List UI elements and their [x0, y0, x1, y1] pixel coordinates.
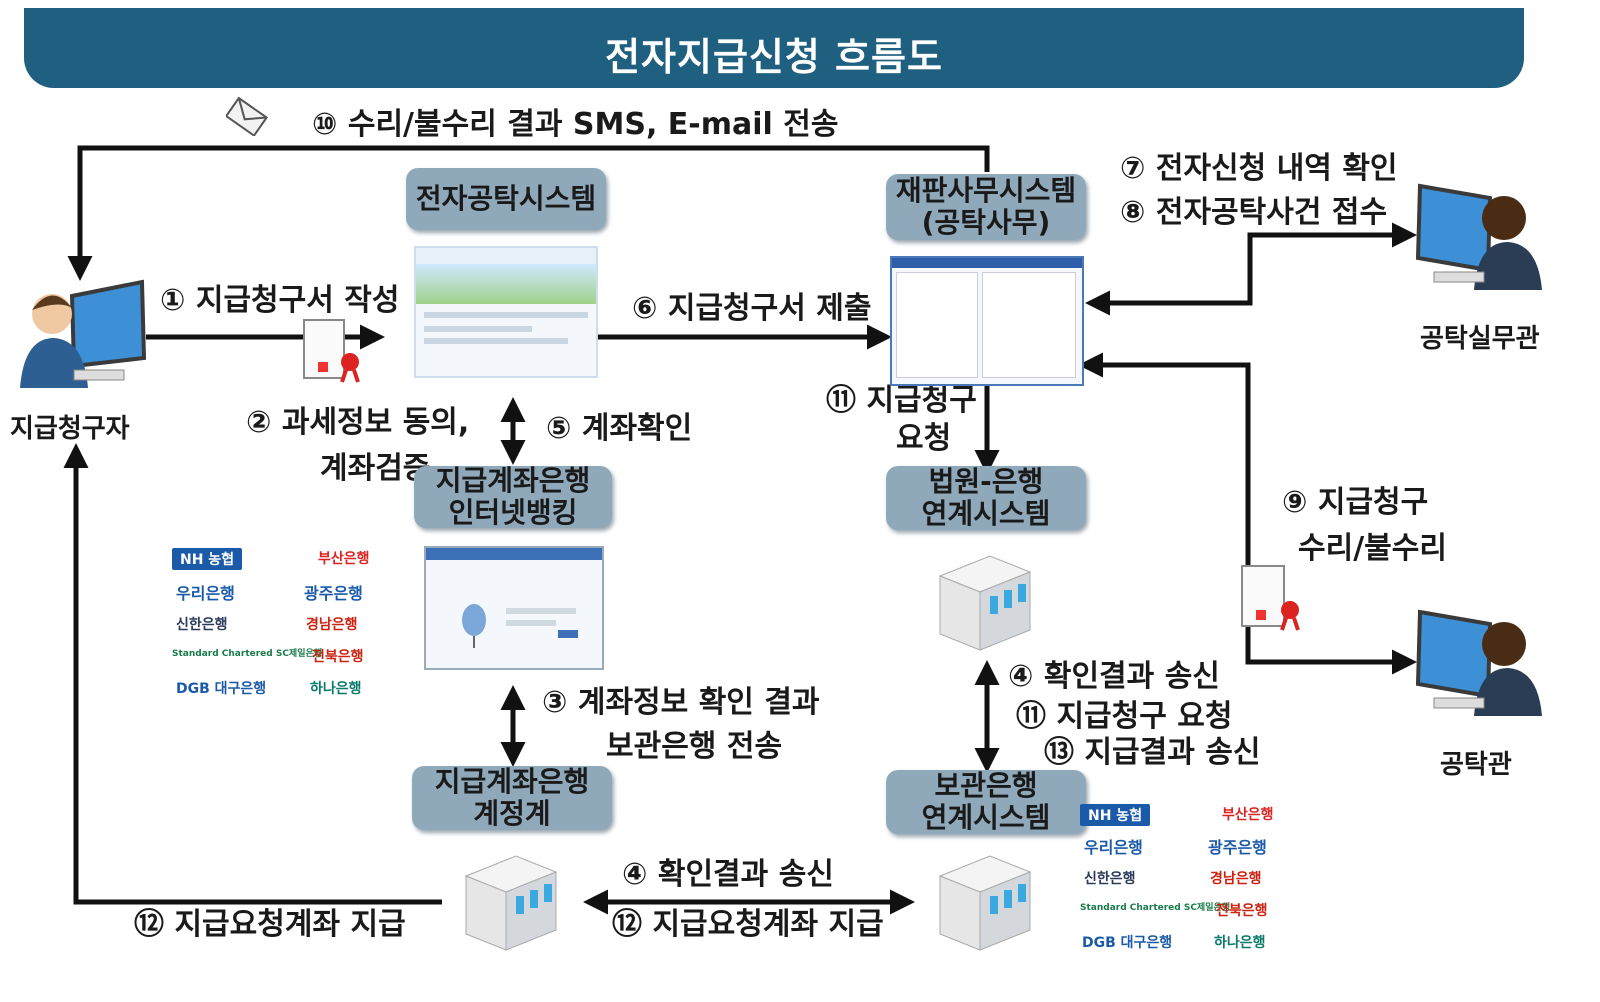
step1-label: ① 지급청구서 작성 — [160, 283, 400, 318]
bank-logo: 경남은행 — [1210, 871, 1262, 887]
arrow-step12 — [63, 443, 442, 905]
server-icon — [938, 555, 1032, 651]
step4-bottom-label: ④ 확인결과 송신 — [622, 857, 834, 892]
arrow-step8 — [1085, 222, 1417, 316]
bank-logo: Standard Chartered SC제일은행 — [1080, 903, 1231, 913]
account-bank-label-1: 지급계좌은행 — [434, 764, 590, 798]
step8-label: ⑧ 전자공탁사건 접수 — [1120, 195, 1388, 230]
account-bank-box: 지급계좌은행 계정계 — [412, 764, 612, 830]
court-affairs-screenshot — [890, 256, 1084, 386]
bank-logo: 우리은행 — [176, 584, 235, 603]
bank-logo: NH 농협 — [1080, 804, 1151, 826]
bank-logo: 경남은행 — [306, 617, 358, 633]
step6-label: ⑥ 지급청구서 제출 — [632, 291, 872, 326]
bank-logo: 전북은행 — [312, 649, 364, 665]
court-bank-link-box: 법원-은행 연계시스템 — [886, 464, 1086, 530]
bank-logo: 부산은행 — [318, 551, 370, 567]
internet-banking-label-1: 지급계좌은행 — [435, 463, 591, 497]
step2-label-line2: 계좌검증 — [320, 451, 431, 486]
custody-bank-link-label-2: 연계시스템 — [921, 801, 1051, 834]
step11-label-line1: ⑪ 지급청구 — [826, 383, 977, 418]
court-affairs-label-1: 재판사무시스템 — [895, 173, 1077, 207]
internet-banking-box: 지급계좌은행 인터넷뱅킹 — [414, 463, 612, 529]
title-banner: 전자지급신청 흐름도 — [24, 8, 1524, 88]
bank-logo: 하나은행 — [1214, 935, 1266, 951]
custody-bank-link-label-1: 보관은행 — [934, 768, 1038, 802]
step9-label-line2: 수리/불수리 — [1298, 531, 1447, 566]
court-affairs-label-2: (공탁사무) — [921, 206, 1051, 239]
step2-label-line1: ② 과세정보 동의, — [246, 405, 470, 440]
court-bank-link-label-2: 연계시스템 — [921, 497, 1051, 530]
step13-label: ⑬ 지급결과 송신 — [1044, 735, 1261, 770]
bank-logo: 부산은행 — [1222, 807, 1274, 823]
arrow-step9 — [1078, 352, 1417, 675]
step3-label-line2: 보관은행 전송 — [606, 729, 783, 764]
step11-label-line2: 요청 — [896, 421, 952, 456]
step5-label: ⑤ 계좌확인 — [546, 411, 693, 446]
step7-label: ⑦ 전자신청 내역 확인 — [1120, 151, 1398, 186]
deposit-system-box: 전자공탁시스템 — [406, 168, 606, 230]
court-bank-link-label-1: 법원-은행 — [928, 464, 1044, 498]
claimant-caption: 지급청구자 — [10, 414, 130, 444]
person-computer-icon — [1415, 609, 1542, 716]
officer-caption: 공탁실무관 — [1420, 324, 1540, 354]
step10-label: ⑩ 수리/불수리 결과 SMS, E-mail 전송 — [312, 107, 839, 142]
bank-logo: 신한은행 — [1084, 871, 1136, 887]
bank-logo: 전북은행 — [1216, 903, 1268, 919]
judge-caption: 공탁관 — [1440, 750, 1512, 780]
certificate-icon — [1241, 565, 1300, 631]
account-bank-label-2: 계정계 — [473, 797, 551, 830]
step4-right-label: ④ 확인결과 송신 — [1008, 659, 1220, 694]
bank-logo: 하나은행 — [310, 681, 362, 697]
bank-logo: 광주은행 — [304, 584, 363, 603]
deposit-site-screenshot — [414, 246, 598, 378]
person-computer-icon — [1415, 183, 1542, 290]
bank-logo: DGB 대구은행 — [176, 681, 267, 697]
custody-bank-link-box: 보관은행 연계시스템 — [886, 768, 1086, 834]
bank-logo: 신한은행 — [176, 617, 228, 633]
envelope-icon — [226, 96, 268, 136]
step11b-label: ⑪ 지급청구 요청 — [1016, 699, 1233, 734]
bank-logo: 광주은행 — [1208, 838, 1267, 857]
banking-screenshot — [424, 546, 604, 670]
deposit-system-label: 전자공탁시스템 — [415, 181, 597, 215]
step12-left-label: ⑫ 지급요청계좌 지급 — [134, 907, 406, 942]
arrow-step10 — [67, 145, 990, 281]
diagram-title: 전자지급신청 흐름도 — [605, 35, 943, 79]
bank-logo: 우리은행 — [1084, 838, 1143, 857]
bank-logo: Standard Chartered SC제일은행 — [172, 649, 323, 659]
internet-banking-label-2: 인터넷뱅킹 — [448, 496, 578, 529]
balloon-icon — [462, 604, 578, 648]
certificate-icon — [303, 319, 360, 383]
bank-logo: NH 농협 — [172, 548, 243, 570]
person-computer-icon — [20, 279, 147, 388]
step3-label-line1: ③ 계좌정보 확인 결과 — [542, 685, 820, 720]
server-icon — [464, 855, 558, 951]
bank-logo: DGB 대구은행 — [1082, 935, 1173, 951]
step12-bottom-label: ⑫ 지급요청계좌 지급 — [612, 907, 884, 942]
court-affairs-box: 재판사무시스템 (공탁사무) — [886, 174, 1086, 240]
server-icon — [938, 855, 1032, 951]
step9-label-line1: ⑨ 지급청구 — [1282, 485, 1429, 520]
